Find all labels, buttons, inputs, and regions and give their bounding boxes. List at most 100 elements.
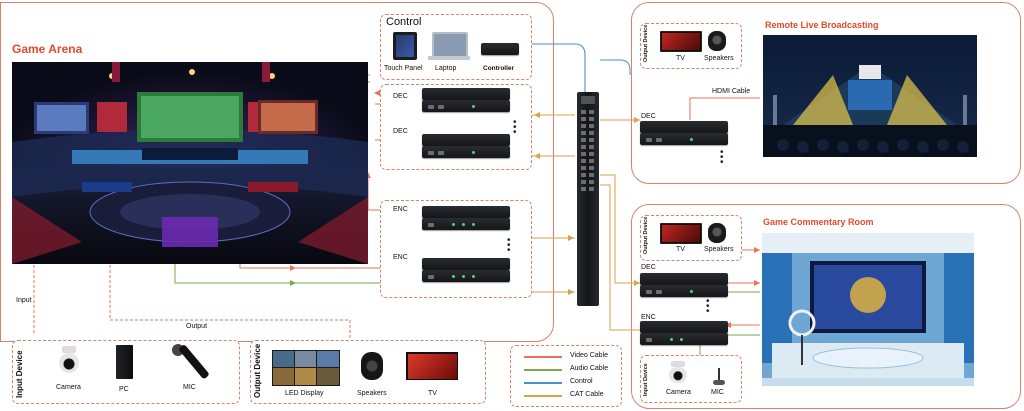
mic-icon[interactable] (713, 368, 725, 386)
remote-speakers-label: Speakers (704, 55, 734, 62)
commentary-input-device-box (640, 355, 742, 403)
remote-output-device-label: Output Device (643, 24, 649, 62)
audio-line (174, 260, 380, 284)
camera-icon[interactable] (58, 346, 80, 376)
controller-label: Controller (483, 65, 515, 72)
arena-decoder-1[interactable] (422, 88, 510, 100)
input-mic-label: MIC (183, 384, 196, 391)
commentary-speakers-label: Speakers (704, 246, 734, 253)
remote-tv-label: TV (676, 55, 685, 62)
commentary-tv-label: TV (676, 246, 685, 253)
speaker-icon[interactable] (708, 223, 726, 243)
input-device-label: Input Device (15, 350, 24, 398)
cat-line (600, 184, 640, 331)
output-line (109, 265, 351, 340)
commentary-decoder-back[interactable] (640, 285, 728, 297)
output-led-display-label: LED Display (285, 390, 324, 397)
arrow-icon (374, 90, 380, 96)
more-dots: ••• (507, 235, 511, 256)
remote-dec-label: DEC (641, 113, 656, 120)
commentary-mic-label: MIC (711, 389, 724, 396)
pc-tower-icon[interactable] (116, 345, 133, 379)
enc1-label: ENC (393, 206, 408, 213)
commentary-camera-label: Camera (666, 389, 691, 396)
commentary-dec-label: DEC (641, 264, 656, 271)
legend-control-swatch (524, 382, 562, 384)
enc2-label: ENC (393, 254, 408, 261)
game-arena-image (12, 62, 368, 264)
controller-icon[interactable] (481, 43, 519, 55)
laptop-icon[interactable] (432, 32, 468, 58)
arrow-icon (754, 280, 760, 286)
remote-live-image (763, 35, 977, 157)
commentary-enc-label: ENC (641, 314, 656, 321)
arrow-icon (290, 280, 296, 286)
arrow-icon (634, 117, 640, 123)
camera-icon[interactable] (668, 361, 688, 385)
legend-video-swatch (524, 356, 562, 358)
dec2-label: DEC (393, 128, 408, 135)
arena-encoder-1[interactable] (422, 206, 510, 218)
arrow-icon (534, 112, 540, 118)
commentary-room-image (762, 233, 974, 386)
legend-box (510, 345, 622, 407)
commentary-room-title: Game Commentary Room (763, 217, 874, 227)
arena-decoder-1-back[interactable] (422, 100, 510, 112)
arena-encoder-2-back[interactable] (422, 270, 510, 282)
commentary-decoder[interactable] (640, 273, 728, 285)
commentary-encoder[interactable] (640, 321, 728, 333)
arrow-icon (725, 322, 731, 328)
commentary-encoder-back[interactable] (640, 333, 728, 345)
input-pc-label: PC (119, 386, 129, 393)
remote-decoder-back[interactable] (640, 133, 728, 145)
legend-audio-swatch (524, 369, 562, 371)
cat-line (600, 174, 640, 284)
input-label: Input (16, 297, 32, 304)
led-display-icon[interactable] (272, 350, 340, 386)
more-dots: ••• (706, 296, 710, 317)
speaker-icon[interactable] (708, 31, 726, 51)
remote-live-title: Remote Live Broadcasting (765, 20, 879, 30)
switch-ports (581, 110, 594, 191)
hdmi-cable-label: HDMI Cable (712, 88, 751, 95)
commentary-input-device-label: Input Device (643, 363, 649, 396)
legend-cat-label: CAT Cable (570, 391, 604, 398)
touch-panel-icon[interactable] (393, 32, 417, 60)
control-title: Control (386, 16, 422, 28)
more-dots: ••• (513, 117, 517, 138)
tv-icon[interactable] (406, 352, 458, 380)
arrow-icon (634, 280, 640, 286)
dec1-label: DEC (393, 93, 408, 100)
touch-panel-label: Touch Panel (384, 65, 423, 72)
legend-audio-label: Audio Cable (570, 365, 609, 372)
arrow-icon (290, 265, 296, 271)
laptop-base (428, 56, 470, 60)
output-speakers-label: Speakers (357, 390, 387, 397)
arrow-icon (568, 289, 574, 295)
arena-decoder-2[interactable] (422, 134, 510, 146)
commentary-output-device-label: Output Device (643, 216, 649, 254)
remote-decoder[interactable] (640, 121, 728, 133)
tv-icon[interactable] (660, 223, 702, 244)
tv-icon[interactable] (660, 31, 702, 52)
arena-encoder-2[interactable] (422, 258, 510, 270)
laptop-label: Laptop (435, 65, 457, 72)
output-tv-label: TV (428, 390, 437, 397)
video-line (689, 97, 760, 120)
more-dots: ••• (720, 147, 724, 168)
legend-control-label: Control (570, 378, 593, 385)
arrow-icon (568, 235, 574, 241)
arrow-icon (754, 247, 760, 253)
output-device-label: Output Device (253, 343, 262, 398)
legend-video-label: Video Cable (570, 352, 609, 359)
legend-cat-swatch (524, 395, 562, 397)
arrow-icon (534, 153, 540, 159)
output-label: Output (186, 323, 208, 330)
mic-icon[interactable] (172, 343, 212, 384)
game-arena-title: Game Arena (12, 42, 83, 56)
arena-encoder-1-back[interactable] (422, 218, 510, 230)
arena-decoder-2-back[interactable] (422, 146, 510, 158)
control-line (600, 59, 631, 75)
speaker-icon[interactable] (361, 352, 383, 380)
control-line (530, 43, 586, 92)
